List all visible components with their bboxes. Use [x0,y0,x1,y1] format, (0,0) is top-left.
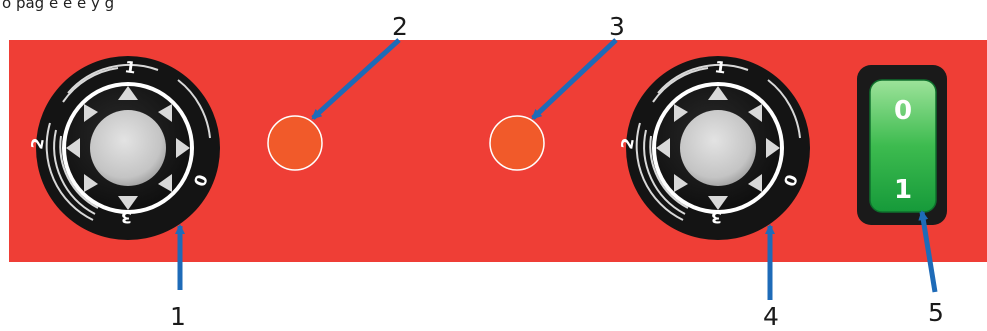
indicator-light-3 [489,115,545,171]
callout-arrow-3 [531,38,618,120]
callout-label-3: 3 [609,12,625,41]
left-knob-mark-1: 1 [123,57,137,77]
indicator-light-2 [267,115,323,171]
callout-label-4: 4 [763,302,779,331]
right-knob[interactable]: 1 2 3 0 [617,56,810,240]
switch-label-0: 0 [894,96,912,126]
callout-arrow-2 [311,38,401,120]
callout-label-5: 5 [928,298,944,327]
right-knob-mark-3: 3 [711,208,722,227]
callout-label-2: 2 [392,12,408,41]
rocker-switch[interactable]: 0 1 [857,65,947,225]
header-text: o pag e e e y g [2,0,115,12]
left-knob-mark-3: 3 [121,208,132,227]
left-knob[interactable]: 1 2 3 0 [27,56,220,240]
callout-arrow-5 [918,210,938,293]
right-knob-mark-2: 2 [617,136,638,150]
left-knob-mark-2: 2 [27,136,48,150]
callout-label-1: 1 [170,302,186,331]
right-knob-mark-1: 1 [713,57,727,77]
switch-label-1: 1 [894,175,912,205]
